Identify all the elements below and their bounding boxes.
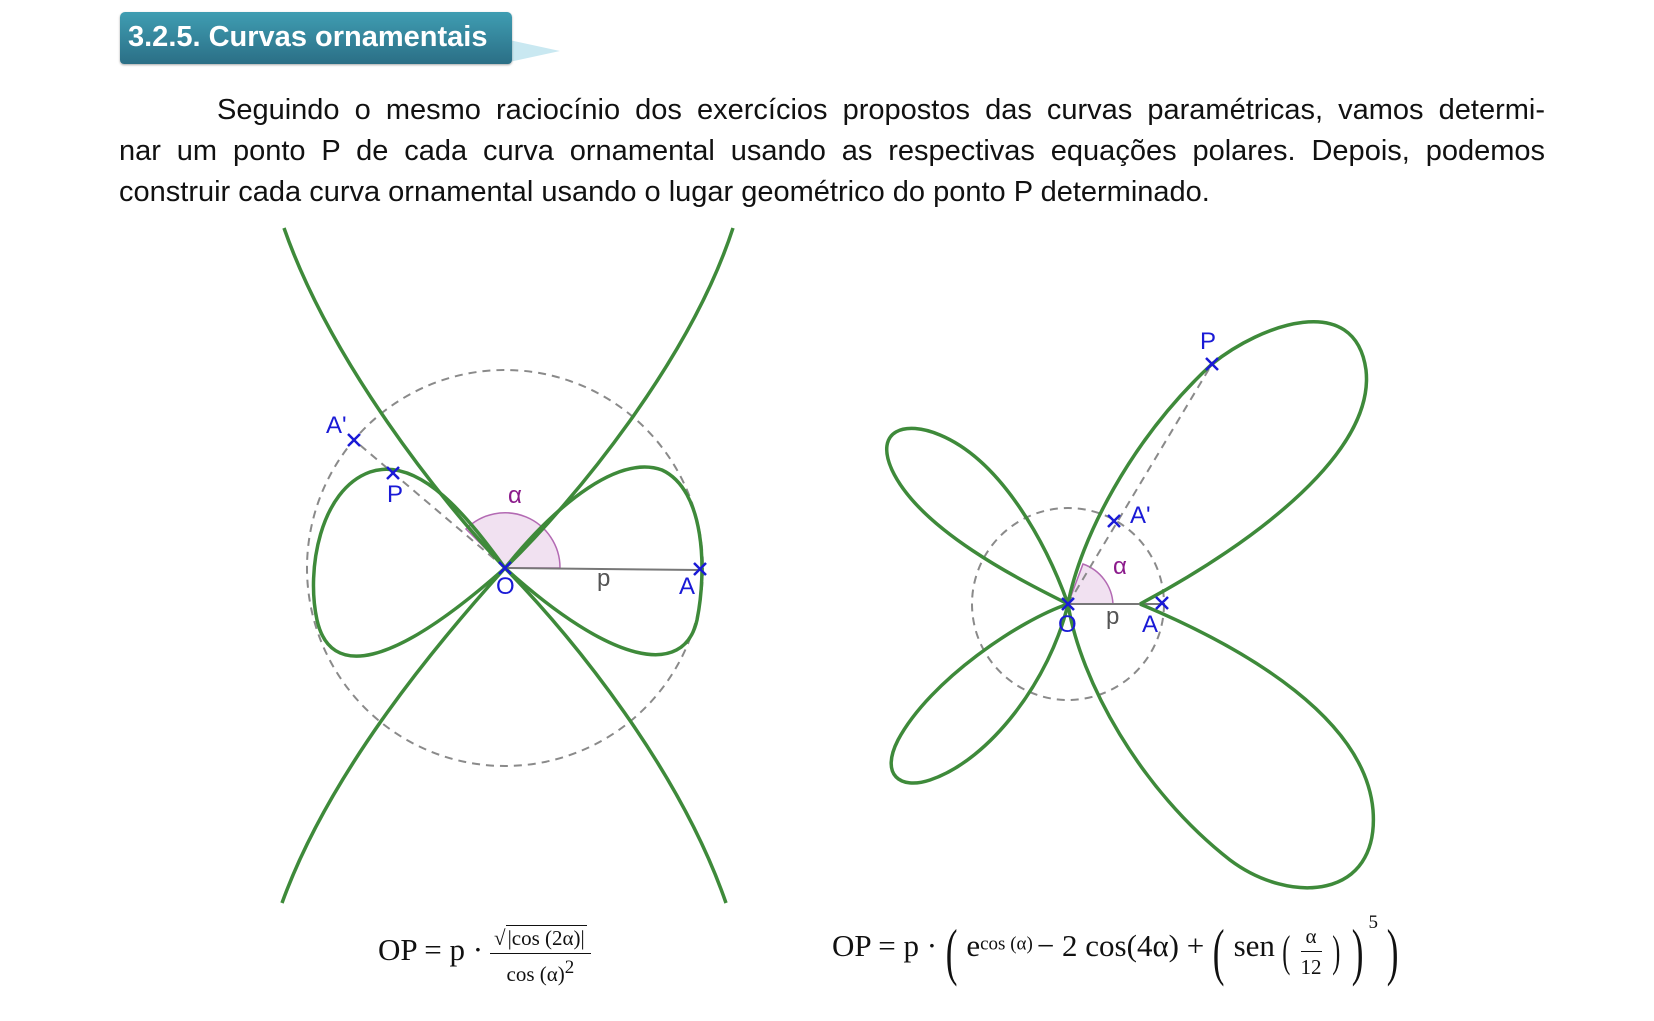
right-formula-close-paren-3: ): [1331, 927, 1340, 977]
right-segment-op: [1067, 363, 1213, 605]
left-point-markers: [347, 433, 707, 576]
left-label-a: A: [679, 573, 695, 600]
left-curve-loop-left: [311, 467, 507, 658]
right-point-markers: [1061, 357, 1219, 611]
right-label-a: A: [1142, 611, 1158, 638]
left-label-p-segment: p: [597, 565, 610, 592]
right-point-a-prime-marker: [1107, 514, 1121, 528]
intro-paragraph: Seguindo o mesmo raciocínio dos exercíci…: [119, 90, 1545, 213]
left-segment-oa: [504, 567, 701, 571]
left-label-p: P: [387, 481, 403, 508]
right-formula-frac-den: 12: [1300, 955, 1322, 980]
left-point-p-marker: [386, 466, 400, 480]
header-tab: [120, 12, 512, 64]
right-point-p-marker: [1205, 357, 1219, 371]
left-formula: OP = p · √|cos (2α)| cos (α)2: [378, 925, 594, 987]
left-curve-branch-upper-left: [282, 227, 507, 570]
left-label-a-prime: A': [326, 412, 347, 439]
left-point-a-marker: [693, 562, 707, 576]
paragraph-line-1: Seguindo o mesmo raciocínio dos exercíci…: [217, 94, 1545, 126]
right-point-a-marker: [1155, 596, 1169, 610]
left-curve-branch-lower-left: [280, 566, 507, 904]
right-label-p: P: [1200, 328, 1216, 355]
left-formula-den-exp: 2: [564, 957, 575, 978]
right-formula-middle: − 2 cos(4α) +: [1036, 928, 1205, 963]
right-curve-petal-lower-left: [889, 602, 1070, 785]
right-curve-petal-lower-right: [1066, 602, 1375, 890]
left-label-o: O: [496, 573, 515, 600]
right-formula-e: e: [966, 928, 981, 963]
right-formula-sen: sen: [1233, 928, 1275, 963]
left-formula-denominator: cos (α)2: [490, 954, 591, 987]
right-curve-petal-upper-right: [1066, 319, 1369, 606]
right-label-p-segment: p: [1106, 603, 1119, 630]
right-formula-open-paren: (: [945, 916, 958, 988]
right-angle-sector: [1066, 563, 1114, 605]
right-label-a-prime: A': [1130, 502, 1151, 529]
section-header: 3.2.5. Curvas ornamentais: [120, 12, 560, 64]
right-label-o: O: [1058, 611, 1077, 638]
left-formula-lhs: OP = p ·: [378, 932, 484, 968]
right-formula-close-paren-2: ): [1351, 916, 1364, 988]
right-formula-frac-num: α: [1300, 924, 1322, 953]
section-title: 3.2.5. Curvas ornamentais: [128, 21, 488, 53]
paragraph-line-2: nar um ponto P de cada curva ornamental …: [119, 135, 1545, 167]
right-formula-open-paren-2: (: [1213, 916, 1225, 988]
right-curve-petal-upper-left: [885, 426, 1070, 606]
right-formula-outer-exp: 5: [1368, 912, 1379, 933]
left-curve-loop-right: [503, 465, 704, 657]
left-formula-den-text: cos (α): [506, 962, 565, 986]
right-point-o-marker: [1061, 597, 1075, 611]
right-formula-fraction: α 12: [1300, 924, 1322, 980]
left-formula-numerator: √|cos (2α)|: [490, 925, 591, 954]
left-label-alpha: α: [508, 482, 522, 509]
left-point-o-marker: [498, 561, 512, 575]
right-formula: OP = p · ( ecos (α) − 2 cos(4α) + ( sen …: [832, 912, 1403, 984]
left-formula-fraction: √|cos (2α)| cos (α)2: [490, 925, 591, 987]
right-formula-close-paren: ): [1386, 916, 1399, 988]
paragraph-line-3: construir cada curva ornamental usando o…: [119, 176, 1210, 208]
left-curve-branch-upper-right: [503, 227, 735, 570]
left-curve-branch-lower-right: [503, 566, 728, 904]
left-angle-sector: [464, 512, 561, 569]
right-formula-open-paren-3: (: [1282, 927, 1291, 977]
left-point-a-prime-marker: [347, 433, 361, 447]
left-formula-radicand: |cos (2α)|: [505, 925, 587, 950]
right-formula-e-exp: cos (α): [980, 933, 1033, 955]
right-label-alpha: α: [1113, 553, 1127, 580]
right-formula-lhs: OP = p ·: [832, 928, 938, 963]
left-segment-op: [353, 439, 506, 569]
